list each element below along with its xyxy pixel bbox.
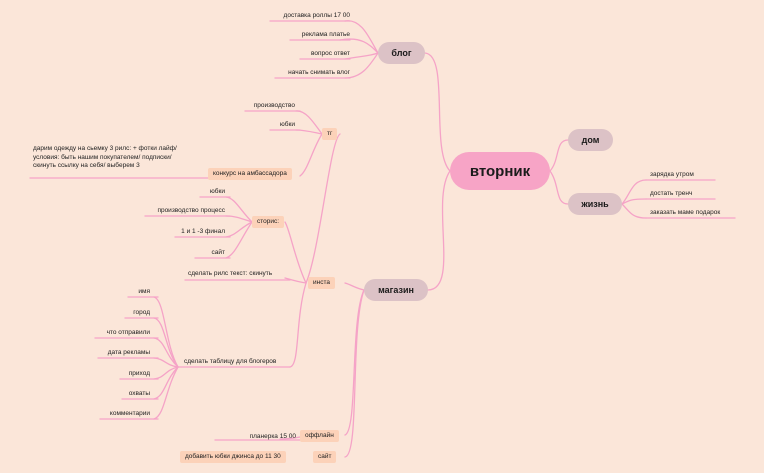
table-item-income[interactable]: приход bbox=[128, 370, 150, 377]
tag-offline[interactable]: оффлайн bbox=[300, 430, 339, 442]
zhizn-item-gift[interactable]: заказать маме подарок bbox=[650, 209, 721, 216]
branch-blog[interactable]: блог bbox=[378, 42, 425, 64]
table-item-ad-date[interactable]: дата рекламы bbox=[107, 349, 150, 356]
link-zhizn-item2 bbox=[621, 203, 647, 219]
branch-zhizn[interactable]: жизнь bbox=[568, 193, 622, 215]
table-item-name[interactable]: имя bbox=[138, 288, 150, 295]
link-zhizn-item0 bbox=[621, 179, 647, 205]
link-insta-stories bbox=[284, 221, 307, 284]
link-table-item6 bbox=[153, 366, 179, 420]
link-tg-item1 bbox=[295, 129, 323, 135]
zhizn-item-exercise[interactable]: зарядка утром bbox=[650, 171, 694, 178]
contest-description[interactable]: дарим одежду на сьемку 3 рилс: + фотки л… bbox=[33, 145, 177, 169]
link-central-blog bbox=[424, 52, 451, 172]
link-magazin-offline bbox=[344, 289, 365, 436]
link-tg-contest bbox=[299, 133, 323, 177]
insta-item-blogger-table[interactable]: сделать таблицу для блогеров bbox=[184, 358, 277, 365]
zhizn-item-trench[interactable]: достать тренч bbox=[650, 190, 693, 197]
link-insta-table bbox=[289, 282, 307, 368]
link-central-zhizn bbox=[549, 170, 569, 205]
tag-tg[interactable]: тг bbox=[322, 128, 338, 140]
insta-item-reels[interactable]: сделать рилс текст: скинуть bbox=[188, 270, 273, 277]
link-insta-tg bbox=[305, 133, 341, 284]
branch-magazin[interactable]: магазин bbox=[364, 279, 428, 301]
table-item-reach[interactable]: охваты bbox=[128, 390, 150, 397]
tg-item-production[interactable]: производство bbox=[253, 102, 295, 109]
link-central-dom bbox=[549, 139, 569, 172]
central-topic-tuesday[interactable]: вторник bbox=[450, 152, 550, 190]
table-item-city[interactable]: город bbox=[133, 309, 150, 316]
link-table-item1 bbox=[153, 317, 179, 368]
blog-item-qa[interactable]: вопрос ответ bbox=[310, 50, 350, 57]
link-stories-item3 bbox=[225, 221, 253, 259]
tag-insta[interactable]: инста bbox=[308, 277, 335, 289]
link-insta-reels bbox=[284, 277, 307, 284]
stories-item-site[interactable]: сайт bbox=[211, 249, 225, 256]
link-stories-item1 bbox=[225, 215, 253, 223]
stories-item-production-process[interactable]: производство процесс bbox=[157, 207, 225, 214]
link-stories-item0 bbox=[225, 196, 253, 223]
link-table-item5 bbox=[153, 366, 179, 400]
tag-stories[interactable]: сторис: bbox=[252, 216, 285, 228]
link-table-item0 bbox=[153, 296, 179, 368]
blog-item-dress-ad[interactable]: реклама платье bbox=[301, 31, 350, 38]
offline-item-meeting[interactable]: планерка 15 00 bbox=[249, 433, 296, 440]
link-central-magazin bbox=[427, 170, 451, 291]
table-item-comments[interactable]: комментарии bbox=[109, 410, 150, 417]
link-table-item2 bbox=[153, 337, 179, 368]
blog-item-vlog[interactable]: начать снимать влог bbox=[288, 69, 350, 76]
tag-site[interactable]: сайт bbox=[313, 451, 337, 463]
link-magazin-insta bbox=[344, 282, 365, 291]
link-stories-item2 bbox=[225, 221, 253, 238]
tag-ambassador-contest[interactable]: конкурс на амбассадора bbox=[208, 168, 292, 180]
link-magazin-site bbox=[344, 289, 365, 458]
site-item-denim-skirts[interactable]: добавить юбки джинса до 11 30 bbox=[180, 451, 286, 463]
tg-item-skirts[interactable]: юбки bbox=[279, 121, 295, 128]
branch-dom[interactable]: дом bbox=[568, 129, 613, 151]
table-item-sent[interactable]: что отправили bbox=[106, 329, 150, 336]
stories-item-skirts[interactable]: юбки bbox=[209, 188, 225, 195]
link-table-item3 bbox=[153, 357, 179, 368]
link-table-item4 bbox=[153, 366, 179, 380]
link-tg-item0 bbox=[295, 110, 323, 135]
link-zhizn-item1 bbox=[621, 198, 647, 205]
stories-item-final[interactable]: 1 и 1 -3 финал bbox=[181, 228, 225, 235]
blog-item-delivery[interactable]: доставка роллы 17 00 bbox=[283, 12, 350, 19]
